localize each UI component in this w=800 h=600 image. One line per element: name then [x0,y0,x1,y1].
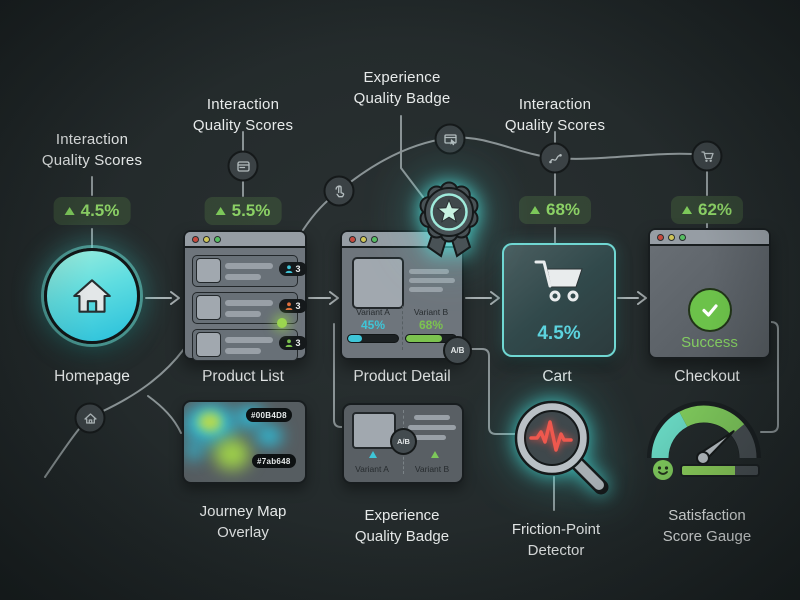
journey-map-card: #00B4D8 #7ab648 [182,400,307,484]
up-arrow-icon [215,207,226,215]
viewer-count-badge: 3 [279,299,307,313]
product-row: 3 [192,329,307,361]
minimize-dot-icon [668,233,675,241]
ab-test-chip: A/B [443,336,472,365]
variant-b-column: Variant B 68% [405,307,457,343]
minimize-dot-icon [203,235,210,243]
zoom-dot-icon [371,235,378,243]
ab-test-chip: A/B [390,428,417,455]
heat-blob [184,442,204,460]
friction-detector-label: Friction-Point Detector [511,521,601,559]
minimize-dot-icon [360,235,367,243]
window-cursor-icon [434,123,466,155]
product-row: 3 [192,255,307,287]
up-arrow-icon [529,206,540,214]
checkout-node: Success [648,228,771,359]
product-thumbnail [196,258,221,283]
window-titlebar [650,230,769,246]
close-dot-icon [657,233,664,241]
zoom-dot-icon [214,235,221,243]
star-icon [436,198,462,223]
variant-a-column: Variant A 45% [347,307,399,343]
friction-detector-magnifier [514,400,609,495]
tap-gesture-icon [323,175,355,207]
arrow-detail-to-cart [465,291,500,305]
product-list-node: 3 3 3 [183,230,307,361]
close-dot-icon [349,235,356,243]
person-icon [286,265,293,273]
journey-path-icon [539,142,571,174]
quality-badge-rosette [419,181,479,258]
person-icon [286,302,293,310]
zoom-dot-icon [679,233,686,241]
cart-scores-label: Interaction Quality Scores [504,96,606,134]
viewer-count-badge: 3 [279,336,307,350]
success-status: Success [681,334,738,351]
journey-map-label: Journey Map Overlay [199,503,287,541]
up-arrow-icon [431,451,439,458]
product-detail-label: Product Detail [353,368,451,385]
viewer-count-badge: 3 [279,262,307,276]
house-icon [73,279,111,313]
heartbeat-waveform-icon [529,420,573,452]
homepage-node [44,248,140,344]
heat-blob [256,426,282,446]
detail-thumbnail [352,257,404,309]
house-mini-icon [74,402,106,434]
cart-label: Cart [542,368,572,385]
homepage-scores-label: Interaction Quality Scores [41,131,143,169]
product-thumbnail [196,295,221,320]
cart-conversion-value: 4.5% [537,323,581,344]
variant-divider [402,306,403,350]
success-check-circle [688,288,732,332]
cart-node: 4.5% [502,243,616,357]
experience-badge-title: Experience Quality Badge [353,69,451,107]
arrow-list-to-detail [308,291,339,305]
homepage-score-badge: 4.5% [53,197,131,225]
up-arrow-icon [369,451,377,458]
product-list-label: Product List [202,368,284,385]
satisfaction-score-bar [680,464,760,477]
product-list-score-badge: 5.5% [204,197,282,225]
up-arrow-icon [64,207,75,215]
arrow-homepage-to-list [145,291,180,305]
heat-hex-cyan: #00B4D8 [246,408,292,422]
product-list-scores-label: Interaction Quality Scores [192,96,294,134]
close-dot-icon [192,235,199,243]
heat-hex-green: #7ab648 [252,454,296,468]
window-titlebar [185,232,305,248]
checkout-label: Checkout [674,368,740,385]
satisfaction-gauge [647,401,761,465]
variant-thumbnail [352,412,396,449]
experience-badge-card-label: Experience Quality Badge [354,507,450,545]
checkout-score-badge: 62% [670,196,744,224]
cart-mini-icon [691,140,723,172]
activity-glow-dot [277,318,287,328]
up-arrow-icon [681,206,692,214]
variant-divider [403,410,404,430]
satisfaction-gauge-label: Satisfaction Score Gauge [662,507,752,545]
heat-blob [198,412,222,432]
product-thumbnail [196,332,221,357]
arrow-cart-to-checkout [617,291,647,305]
person-icon [286,339,293,347]
window-card-icon [227,150,259,182]
variant-a-progress [347,334,399,343]
smiley-icon [653,460,673,480]
variant-divider [403,452,404,474]
cart-icon [534,260,583,302]
homepage-label: Homepage [54,368,130,385]
cart-score-badge: 68% [518,196,592,224]
heat-blob [214,438,250,470]
checkmark-icon [702,304,718,317]
